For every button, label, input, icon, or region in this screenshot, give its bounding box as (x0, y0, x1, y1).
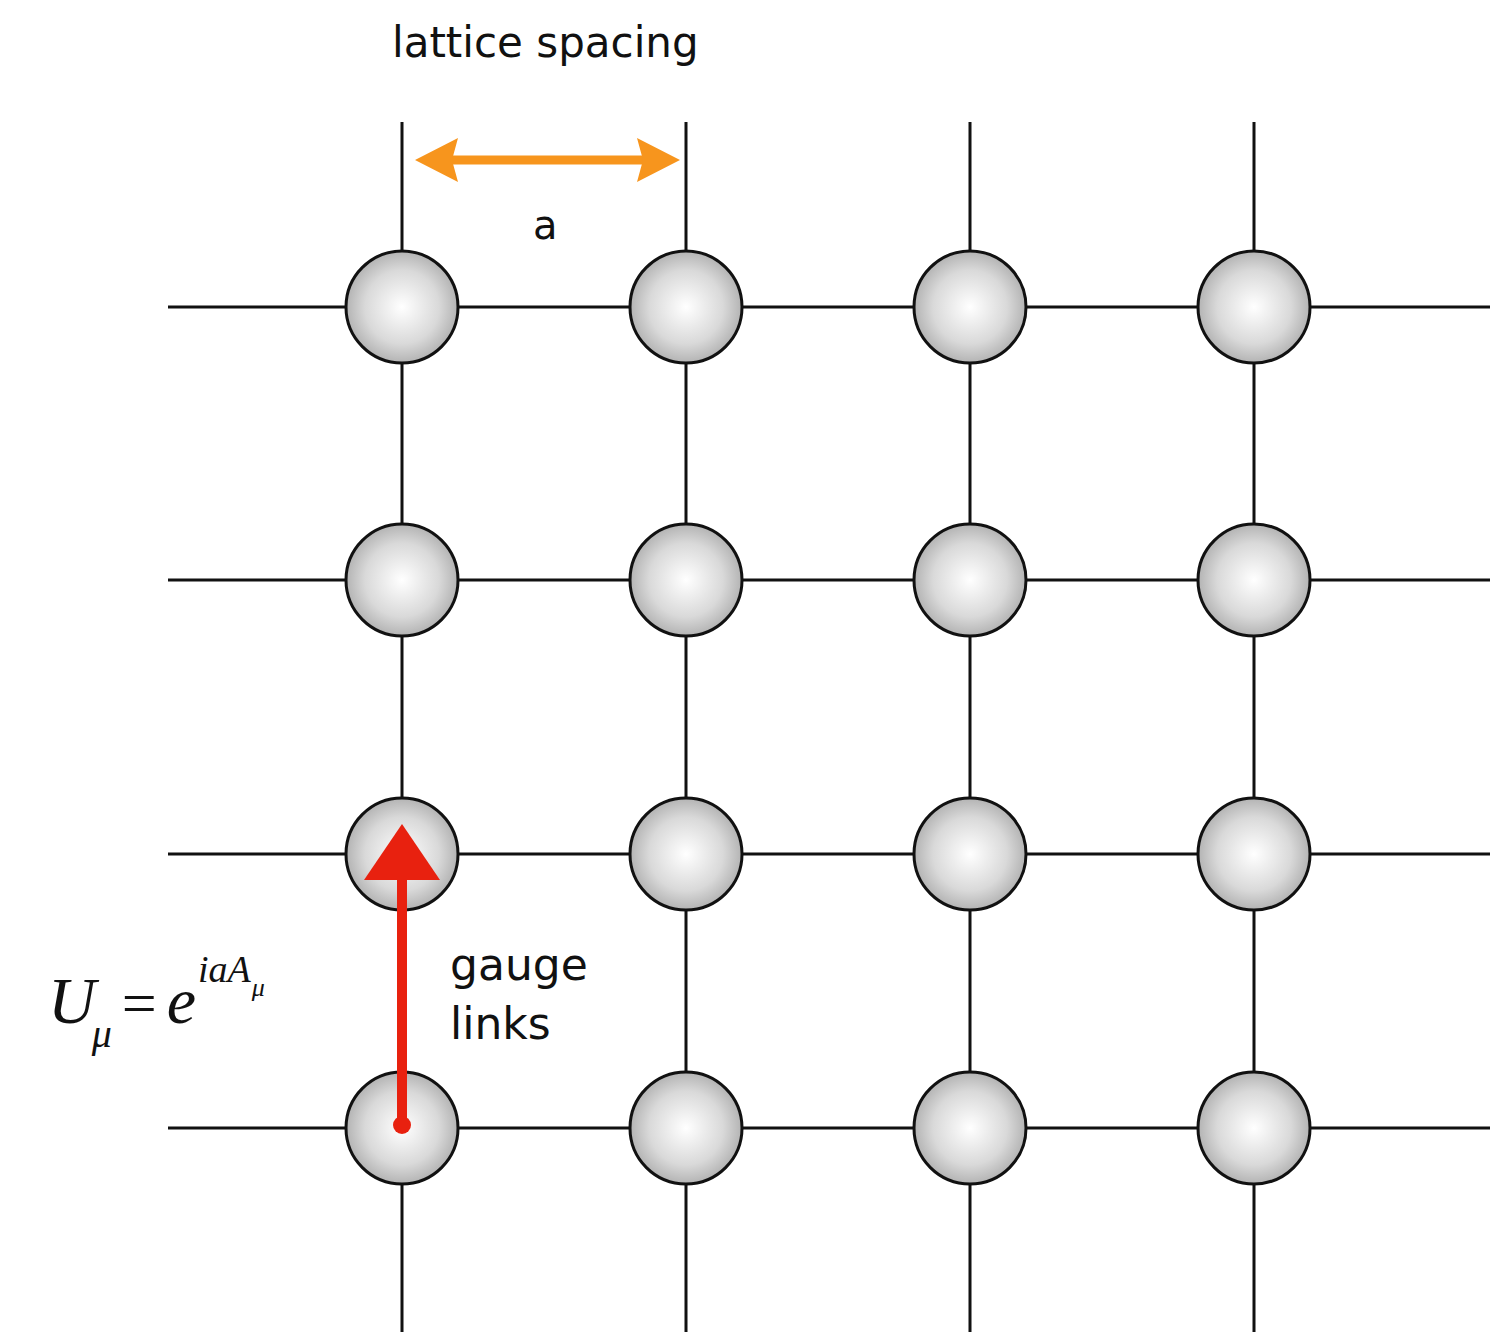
lattice-sites (346, 251, 1310, 1184)
lattice-site (1198, 251, 1310, 363)
gauge-label: gauge links (450, 935, 660, 1054)
lattice-site (1198, 524, 1310, 636)
lattice-site (346, 524, 458, 636)
lattice-site (346, 251, 458, 363)
lattice-site (630, 798, 742, 910)
lattice-site (914, 1072, 1026, 1184)
lattice-site (914, 524, 1026, 636)
formula-part: μ (92, 1014, 112, 1054)
formula-part: a (533, 205, 558, 245)
formula-part: μ (252, 975, 265, 1001)
formula-part: iaA (198, 950, 251, 988)
gauge-link-arrow (364, 824, 440, 1134)
heading-label: lattice spacing (392, 22, 699, 64)
lattice-site (1198, 798, 1310, 910)
lattice-site (630, 524, 742, 636)
lattice-site (630, 251, 742, 363)
lattice-site (630, 1072, 742, 1184)
lattice-lines (168, 122, 1490, 1332)
formula-part: U (48, 968, 96, 1034)
lattice-site (914, 798, 1026, 910)
spacing-arrow (415, 138, 680, 182)
formula-part: e (167, 968, 196, 1034)
lattice-site (914, 251, 1026, 363)
lattice-site (1198, 1072, 1310, 1184)
formula-part: = (122, 972, 157, 1034)
